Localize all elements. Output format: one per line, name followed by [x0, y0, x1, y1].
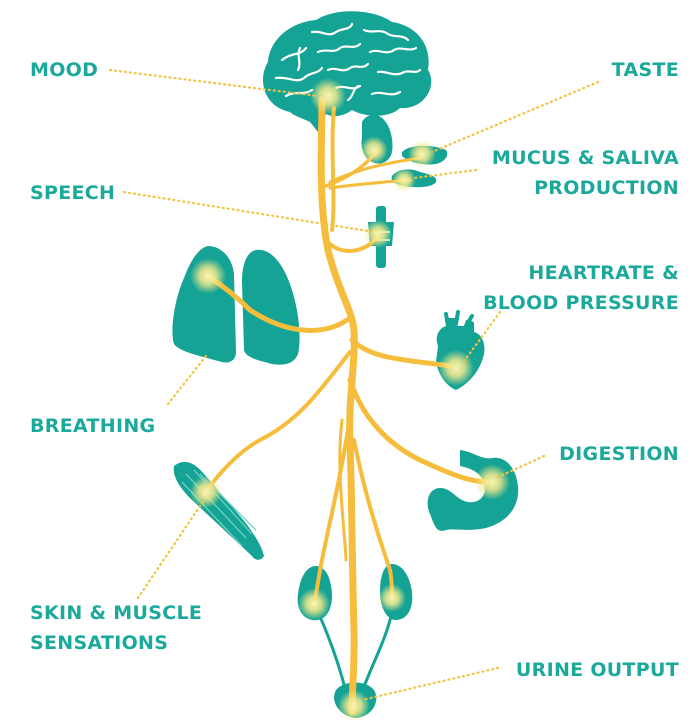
label-digestion: DIGESTION — [559, 439, 679, 469]
brain-icon — [263, 11, 431, 132]
label-mucus-line2: PRODUCTION — [492, 173, 679, 203]
label-taste: TASTE — [612, 55, 679, 85]
label-mucus-line1: MUCUS & SALIVA — [492, 143, 679, 173]
label-heartrate-blood-pressure: HEARTRATE & BLOOD PRESSURE — [483, 258, 679, 318]
label-heart-line1: HEARTRATE & — [483, 258, 679, 288]
label-mucus-saliva-production: MUCUS & SALIVA PRODUCTION — [492, 143, 679, 203]
label-skin-line2: SENSATIONS — [30, 628, 202, 658]
label-breathing: BREATHING — [30, 411, 155, 441]
label-mood: MOOD — [30, 55, 98, 85]
vagus-nerve — [204, 100, 488, 712]
label-speech: SPEECH — [30, 178, 115, 208]
label-skin-muscle-sensations: SKIN & MUSCLE SENSATIONS — [30, 598, 202, 658]
label-skin-line1: SKIN & MUSCLE — [30, 598, 202, 628]
label-urine-output: URINE OUTPUT — [516, 655, 679, 685]
lungs-icon — [172, 246, 299, 365]
label-heart-line2: BLOOD PRESSURE — [483, 288, 679, 318]
